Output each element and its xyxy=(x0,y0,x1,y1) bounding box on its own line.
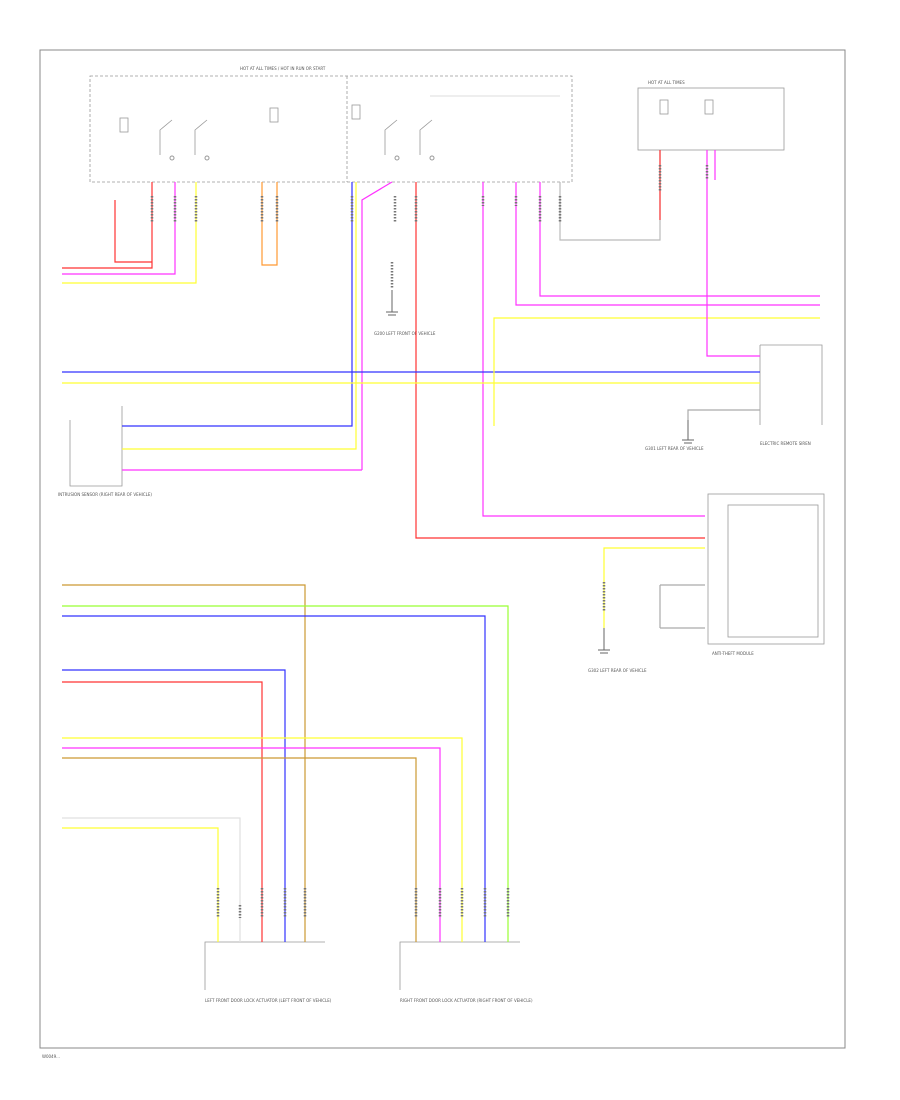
wire-pink-8 xyxy=(62,747,441,942)
ground-label-2: G301 LEFT REAR OF VEHICLE xyxy=(645,446,704,451)
intrusion-sensor-label: INTRUSION SENSOR (RIGHT REAR OF VEHICLE) xyxy=(58,492,152,497)
top-fuse-relay-box: HOT AT ALL TIMES / HOT IN RUN OR START xyxy=(89,66,573,183)
connectors xyxy=(150,165,709,918)
page-code: W0049... xyxy=(42,1054,60,1059)
wire-yellow-2 xyxy=(122,182,357,450)
wire-pink-6 xyxy=(706,150,760,357)
wire-yellow-4 xyxy=(493,317,820,426)
wire-yellow-7 xyxy=(62,827,219,942)
ground-symbol-2 xyxy=(682,420,694,444)
ground-label-3: G302 LEFT REAR OF VEHICLE xyxy=(588,668,647,673)
top-fuse-box-label: HOT AT ALL TIMES / HOT IN RUN OR START xyxy=(240,66,326,71)
wire-blue-3 xyxy=(62,615,486,942)
wire-tan-2 xyxy=(62,757,417,942)
anti-theft-module: ANTI-THEFT MODULE xyxy=(707,493,825,656)
wire-green-1 xyxy=(62,605,509,942)
right-fuse-box: HOT AT ALL TIMES xyxy=(637,80,785,151)
wire-pink-2 xyxy=(122,181,393,471)
wire-red-3 xyxy=(415,182,705,539)
wire-pink-4 xyxy=(515,182,820,306)
right-door-actuator-label: RIGHT FRONT DOOR LOCK ACTUATOR (RIGHT FR… xyxy=(400,998,533,1003)
wire-orange-1 xyxy=(261,182,278,266)
intrusion-sensor: INTRUSION SENSOR (RIGHT REAR OF VEHICLE) xyxy=(58,406,152,497)
wire-pink-3 xyxy=(482,182,705,517)
wire-yellow-5 xyxy=(603,547,705,628)
wire-yellow-1 xyxy=(62,182,197,284)
diagram-frame xyxy=(39,49,846,1049)
siren-module-label: ELECTRIC REMOTE SIREN xyxy=(760,441,811,446)
wire-pink-5 xyxy=(539,182,820,297)
ground-label-1: G200 LEFT FRONT OF VEHICLE xyxy=(374,331,436,336)
wire-yellow-6 xyxy=(62,737,463,942)
wire-pink-1 xyxy=(62,182,176,275)
wire-gray-1 xyxy=(559,150,661,241)
wires xyxy=(62,150,820,942)
siren-module: ELECTRIC REMOTE SIREN xyxy=(759,344,823,446)
left-door-actuator-label: LEFT FRONT DOOR LOCK ACTUATOR (LEFT FRON… xyxy=(205,998,332,1003)
wire-red-2 xyxy=(114,200,152,263)
wire-blue-4 xyxy=(62,669,286,942)
right-door-actuator: RIGHT FRONT DOOR LOCK ACTUATOR (RIGHT FR… xyxy=(399,941,533,1003)
wire-red-5 xyxy=(62,681,263,942)
wire-gray-2 xyxy=(687,409,760,420)
wire-light-1 xyxy=(62,817,241,942)
ground-symbol-3 xyxy=(598,628,610,654)
wire-red-1 xyxy=(62,182,153,269)
wire-blue-1 xyxy=(122,182,353,427)
right-fuse-box-label: HOT AT ALL TIMES xyxy=(648,80,685,85)
ground-symbol-1 xyxy=(386,290,398,316)
wire-gray-3 xyxy=(659,584,705,629)
wire-tan-1 xyxy=(62,584,306,942)
left-door-actuator: LEFT FRONT DOOR LOCK ACTUATOR (LEFT FRON… xyxy=(204,941,332,1003)
anti-theft-module-label: ANTI-THEFT MODULE xyxy=(712,651,754,656)
